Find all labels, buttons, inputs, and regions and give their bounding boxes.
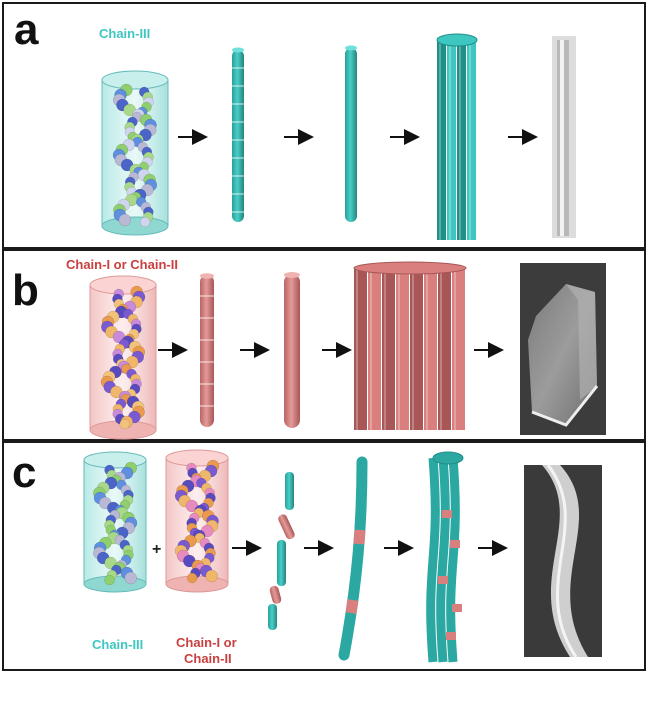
continuous-rod-b	[284, 272, 300, 428]
rod-bundle-a	[436, 33, 478, 240]
segmented-rod-a	[232, 47, 244, 222]
panel-label-b: b	[12, 266, 39, 315]
molecular-model-b	[89, 275, 157, 440]
composite-rod-c	[338, 456, 368, 661]
molecular-model-c-pink	[165, 449, 229, 593]
chain-label-c-left: Chain-III	[92, 637, 144, 652]
chain-label-a: Chain-III	[99, 26, 151, 41]
rod-bundle-b	[353, 261, 467, 430]
panel-label-c: c	[12, 448, 37, 497]
panel-label-a: a	[14, 5, 39, 54]
molecular-model-a	[101, 70, 169, 236]
plus-sign: +	[152, 541, 162, 558]
chain-label-c-right-1: Chain-I or	[176, 635, 237, 650]
chain-label-b: Chain-I or Chain-II	[66, 257, 178, 272]
continuous-rod-a	[345, 45, 357, 222]
chain-label-c-right-2: Chain-II	[184, 651, 232, 666]
sem-image-b	[520, 263, 606, 435]
molecular-model-c-teal	[83, 451, 147, 593]
twisted-bundle-c	[426, 451, 464, 663]
broken-rod-c	[268, 472, 295, 630]
sem-image-c	[524, 464, 602, 658]
sem-image-a	[552, 36, 576, 238]
segmented-rod-b	[200, 273, 214, 427]
